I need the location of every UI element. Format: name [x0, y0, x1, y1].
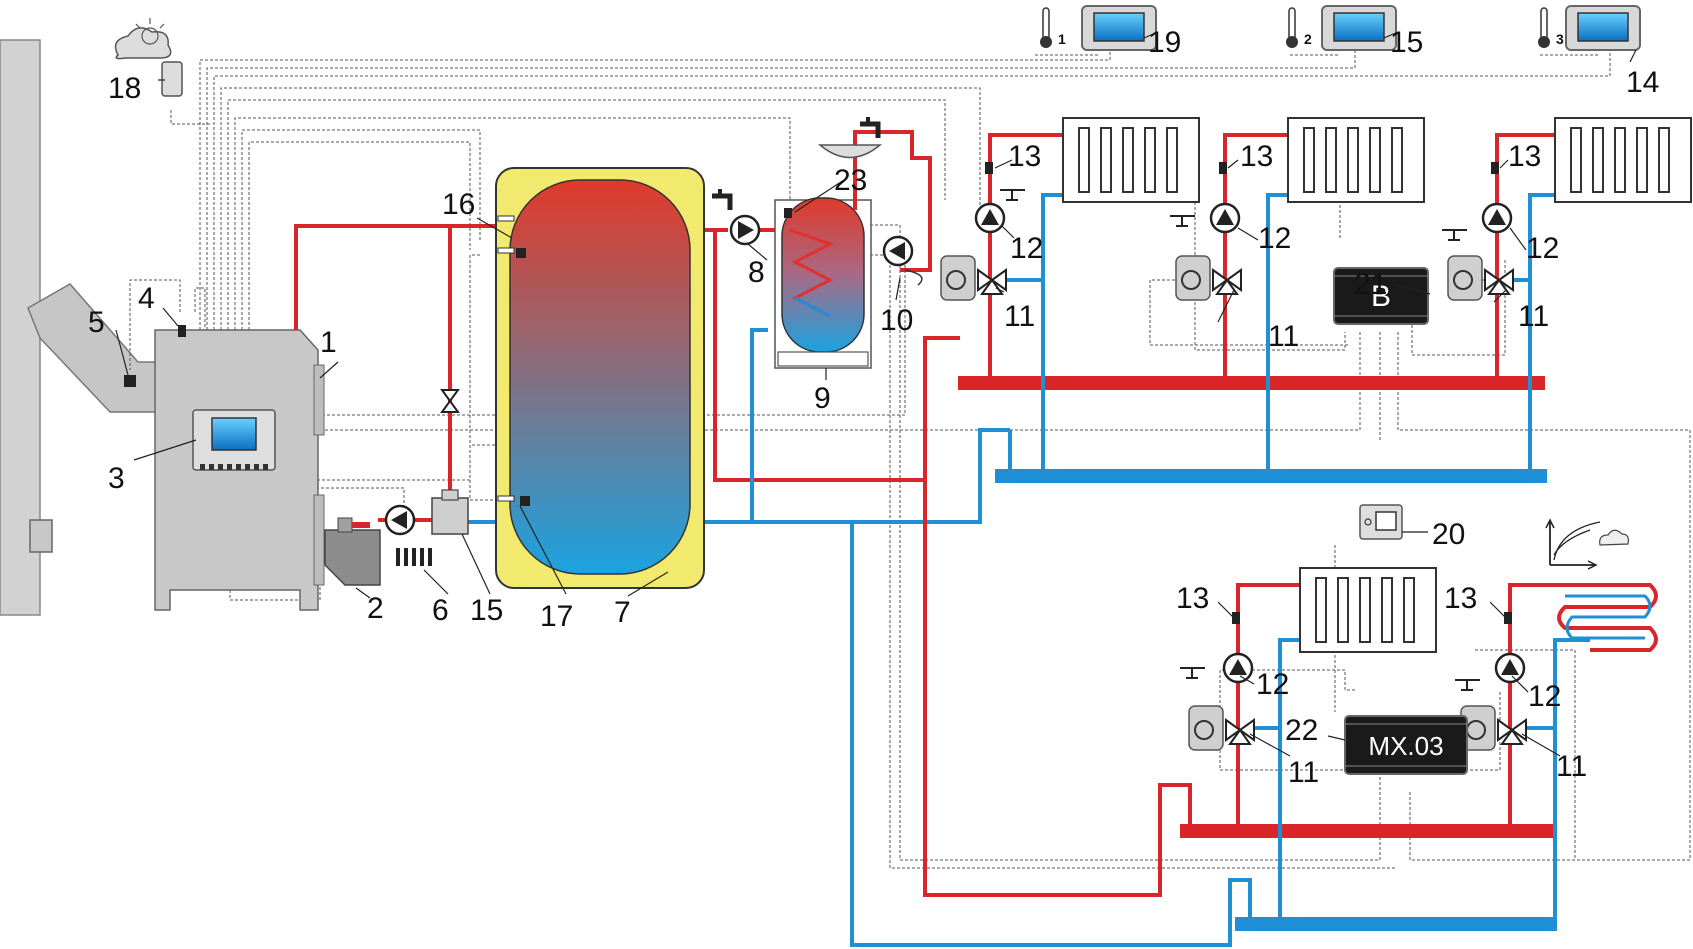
circulation-pump: [882, 235, 923, 286]
label-23: 23: [834, 164, 867, 197]
label-1: 1: [320, 326, 337, 359]
boiler-controller: [192, 409, 276, 471]
tap-icon: [712, 189, 730, 210]
heating-circuit-1: [940, 117, 1200, 469]
dhw-cylinder: [774, 197, 872, 369]
heating-circuit-2: [1170, 117, 1425, 469]
leader-lines: [115, 31, 1637, 757]
label-20: 20: [1432, 518, 1465, 551]
room-thermometer-icon: 1 2 3: [1039, 7, 1564, 49]
label-12b: 12: [1258, 222, 1291, 255]
label-10: 10: [880, 304, 913, 337]
boiler-pump: [384, 504, 416, 536]
dhw-tap: [817, 117, 932, 272]
label-12d: 12: [1256, 668, 1289, 701]
label-15b: 15: [1390, 26, 1423, 59]
module-b-label: B: [1371, 280, 1391, 313]
room-panel-15: [1321, 5, 1397, 51]
component-labels: 1 2 3 4 5 6 7 8 9 10 11 11 11 11 11 12 1…: [88, 26, 1659, 789]
thermostat-1-label: 1: [1058, 31, 1066, 47]
label-12a: 12: [1010, 232, 1043, 265]
label-12c: 12: [1526, 232, 1559, 265]
heating-circuit-4: [1180, 567, 1437, 917]
module-b: B: [1333, 267, 1429, 325]
label-17: 17: [540, 600, 573, 633]
label-12e: 12: [1528, 680, 1561, 713]
label-14: 14: [1626, 66, 1659, 99]
outdoor-sensor-icon: [161, 61, 183, 97]
label-13c: 13: [1508, 140, 1541, 173]
buffer-tank: [495, 167, 705, 589]
floor-heating-coil: [1557, 583, 1658, 652]
label-22: 22: [1285, 714, 1318, 747]
label-13b: 13: [1240, 140, 1273, 173]
label-9: 9: [814, 382, 831, 415]
burner: [324, 517, 381, 586]
label-11d: 11: [1288, 756, 1319, 789]
heating-circuit-3: [1442, 117, 1692, 469]
label-18: 18: [108, 72, 141, 105]
room-panel-20: [1359, 504, 1403, 540]
label-13a: 13: [1008, 140, 1041, 173]
label-2: 2: [367, 592, 384, 625]
top-hot-header: [958, 376, 1545, 390]
label-13e: 13: [1444, 582, 1477, 615]
label-13d: 13: [1176, 582, 1209, 615]
heating-circuit-5: [1455, 583, 1658, 917]
thermostat-2-label: 2: [1304, 31, 1312, 47]
room-panel-14: [1565, 5, 1641, 51]
label-16: 16: [442, 188, 475, 221]
module-mx03: MX.03: [1344, 715, 1468, 775]
label-11b: 11: [1268, 320, 1299, 353]
room-panel-19: [1081, 5, 1157, 51]
label-4: 4: [138, 282, 155, 315]
label-7: 7: [614, 596, 631, 629]
bypass-valve: [440, 389, 460, 413]
anti-condensation-valve: [431, 489, 469, 535]
bottom-hot-header: [923, 480, 1556, 897]
label-8: 8: [748, 256, 765, 289]
module-mx03-label: MX.03: [1368, 731, 1443, 761]
label-5: 5: [88, 306, 105, 339]
heating-curve-icon: [1545, 518, 1629, 570]
radiator-symbol-boiler-return: [396, 548, 432, 566]
weather-cloud-icon: [114, 18, 172, 60]
top-cold-header: [995, 430, 1547, 483]
label-3: 3: [108, 462, 125, 495]
label-19: 19: [1148, 26, 1181, 59]
bottom-cold-header: [1228, 878, 1557, 931]
chimney: [0, 39, 53, 616]
label-15a: 15: [470, 594, 503, 627]
label-11c: 11: [1518, 300, 1549, 333]
label-6: 6: [432, 594, 449, 627]
label-11e: 11: [1556, 750, 1587, 783]
label-21: 21: [1354, 268, 1387, 301]
thermostat-3-label: 3: [1556, 31, 1564, 47]
label-11a: 11: [1004, 300, 1035, 333]
dhw-load-pump: [729, 214, 761, 246]
